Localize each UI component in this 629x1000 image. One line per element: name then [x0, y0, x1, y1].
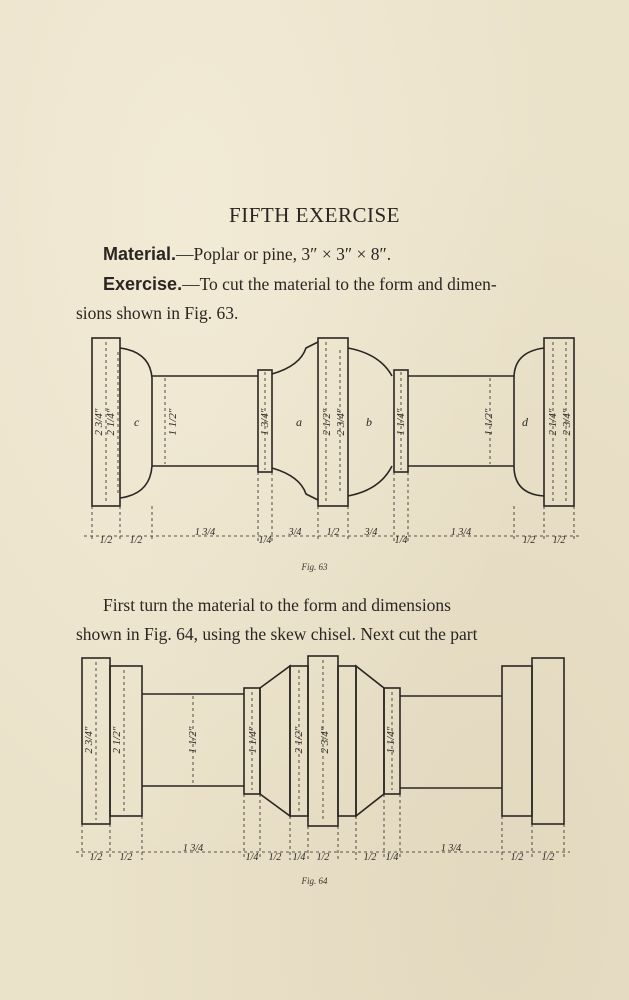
fig63-length-labels: 1/2 1/2 1 3/4 1/4 3/4 1/2 3/4 1/4 1 3/4 …: [100, 527, 566, 546]
fig63-dia-4: 1 3/4″: [259, 408, 271, 435]
figure-63: 2 3/4″ 2 1/4″ 1 1/2″ 1 3/4″ 2 1/2″ 2 3/4…: [84, 337, 582, 546]
fig64-len-7: 1/2: [317, 852, 330, 863]
fig64-len-6: 1/4: [293, 852, 306, 863]
fig64-dia-5: 2 1/2″: [293, 726, 305, 753]
fig64-right-collar-inner: [501, 665, 533, 817]
fig64-len-9: 1/4: [386, 852, 399, 863]
fig63-section-a: [271, 341, 319, 375]
fig64-diameter-labels: 2 3/4″ 2 1/2″ 1 1/2″ 1 1/4″ 2 1/2″ 2 3/4…: [83, 726, 397, 753]
fig64-len-4: 1/4: [246, 852, 259, 863]
fig63-dia-9: 2 1/4″: [547, 408, 559, 435]
fig63-len-10: 1/2: [523, 535, 536, 546]
fig64-len-1: 1/2: [90, 852, 103, 863]
fig63-len-4: 1/4: [259, 535, 272, 546]
fig64-dia-3: 1 1/2″: [187, 726, 199, 753]
exercise-text-line2: sions shown in Fig. 63.: [76, 303, 239, 323]
fig63-dia-8: 1 1/2″: [483, 408, 495, 435]
fig63-diameter-labels: 2 3/4″ 2 1/4″ 1 1/2″ 1 3/4″ 2 1/2″ 2 3/4…: [93, 408, 573, 435]
fig64-len-5: 1/2: [269, 852, 282, 863]
fig63-letter-a: a: [296, 415, 302, 429]
fig63-len-11: 1/2: [553, 535, 566, 546]
fig64-outline: [81, 655, 565, 827]
fig64-dia-4: 1 1/4″: [247, 726, 259, 753]
fig63-section-b: [347, 347, 393, 377]
fig63-section-d: [513, 347, 545, 497]
material-text: —Poplar or pine, 3″ × 3″ × 8″.: [176, 244, 392, 264]
fig64-extension-lines: [81, 794, 565, 860]
fig63-letter-b: b: [366, 415, 372, 429]
exercise-label: Exercise.: [103, 274, 183, 294]
fig64-block-right: [337, 665, 357, 817]
fig63-diameter-lines: [105, 342, 567, 502]
fig64-left-collar-inner: [109, 665, 143, 817]
fig64-len-11: 1/2: [511, 852, 524, 863]
fig64-len-2: 1/2: [120, 852, 133, 863]
fig64-length-labels: 1/2 1/2 1 3/4 1/4 1/2 1/4 1/2 1/2 1/4 1 …: [90, 843, 555, 863]
fig63-section-letters: c a b d: [134, 415, 529, 429]
fig63-section-c: [119, 347, 153, 499]
fig63-len-6: 1/2: [327, 527, 340, 538]
fig63-len-5: 3/4: [288, 527, 302, 538]
fig64-dia-6: 2 3/4″: [319, 726, 331, 753]
page-heading: FIFTH EXERCISE: [229, 203, 400, 227]
fig64-ring-right: [383, 687, 401, 795]
fig64-dia-2: 2 1/2″: [111, 726, 123, 753]
exercise-paragraph: Exercise.—To cut the material to the for…: [76, 270, 578, 328]
fig63-dia-3: 1 1/2″: [167, 408, 179, 435]
fig63-len-3: 1 3/4: [195, 527, 215, 538]
fig64-len-8: 1/2: [364, 852, 377, 863]
fig63-dia-6: 2 3/4″: [335, 408, 347, 435]
fig63-letter-c: c: [134, 415, 140, 429]
fig63-len-1: 1/2: [100, 535, 113, 546]
fig63-outline: [91, 337, 575, 507]
fig63-letter-d: d: [522, 415, 529, 429]
fig63-ring-left: [257, 369, 273, 473]
exercise-text-line1: —To cut the material to the form and dim…: [182, 274, 497, 294]
body-paragraph: First turn the material to the form and …: [76, 591, 578, 649]
fig63-dia-7: 1 1/4″: [395, 408, 407, 435]
fig63-caption: Fig. 63: [301, 562, 328, 572]
material-label: Material.: [103, 244, 177, 264]
figure-64: 2 3/4″ 2 1/2″ 1 1/2″ 1 1/4″ 2 1/2″ 2 3/4…: [76, 655, 570, 863]
fig63-dia-1: 2 3/4″: [93, 408, 105, 435]
fig64-len-10: 1 3/4: [441, 843, 461, 854]
fig63-len-7: 3/4: [364, 527, 378, 538]
material-paragraph: Material.—Poplar or pine, 3″ × 3″ × 8″.: [103, 240, 583, 269]
fig63-left-collar: [91, 337, 121, 507]
fig63-dia-2: 2 1/4″: [105, 408, 117, 435]
fig63-len-2: 1/2: [130, 535, 143, 546]
fig64-caption: Fig. 64: [301, 876, 328, 886]
fig64-dia-1: 2 3/4″: [83, 726, 95, 753]
body-line1: First turn the material to the form and …: [103, 595, 451, 615]
fig63-dia-10: 2 3/4″: [561, 408, 573, 435]
fig64-diameter-lines: [95, 660, 393, 822]
fig63-len-9: 1 3/4: [451, 527, 471, 538]
fig63-ring-right: [393, 369, 409, 473]
fig64-taper-right: [355, 664, 385, 818]
fig64-len-12: 1/2: [542, 852, 555, 863]
fig63-dia-5: 2 1/2″: [321, 408, 333, 435]
fig63-right-collar: [543, 337, 575, 507]
fig64-len-3: 1 3/4: [183, 843, 203, 854]
fig63-center-collar: [317, 337, 349, 507]
body-line2: shown in Fig. 64, using the skew chisel.…: [76, 624, 478, 644]
fig64-taper-left: [259, 664, 291, 818]
fig64-dia-7: 1 1/4″: [385, 726, 397, 753]
fig64-right-collar-outer: [531, 657, 565, 825]
fig63-len-8: 1/4: [395, 535, 408, 546]
